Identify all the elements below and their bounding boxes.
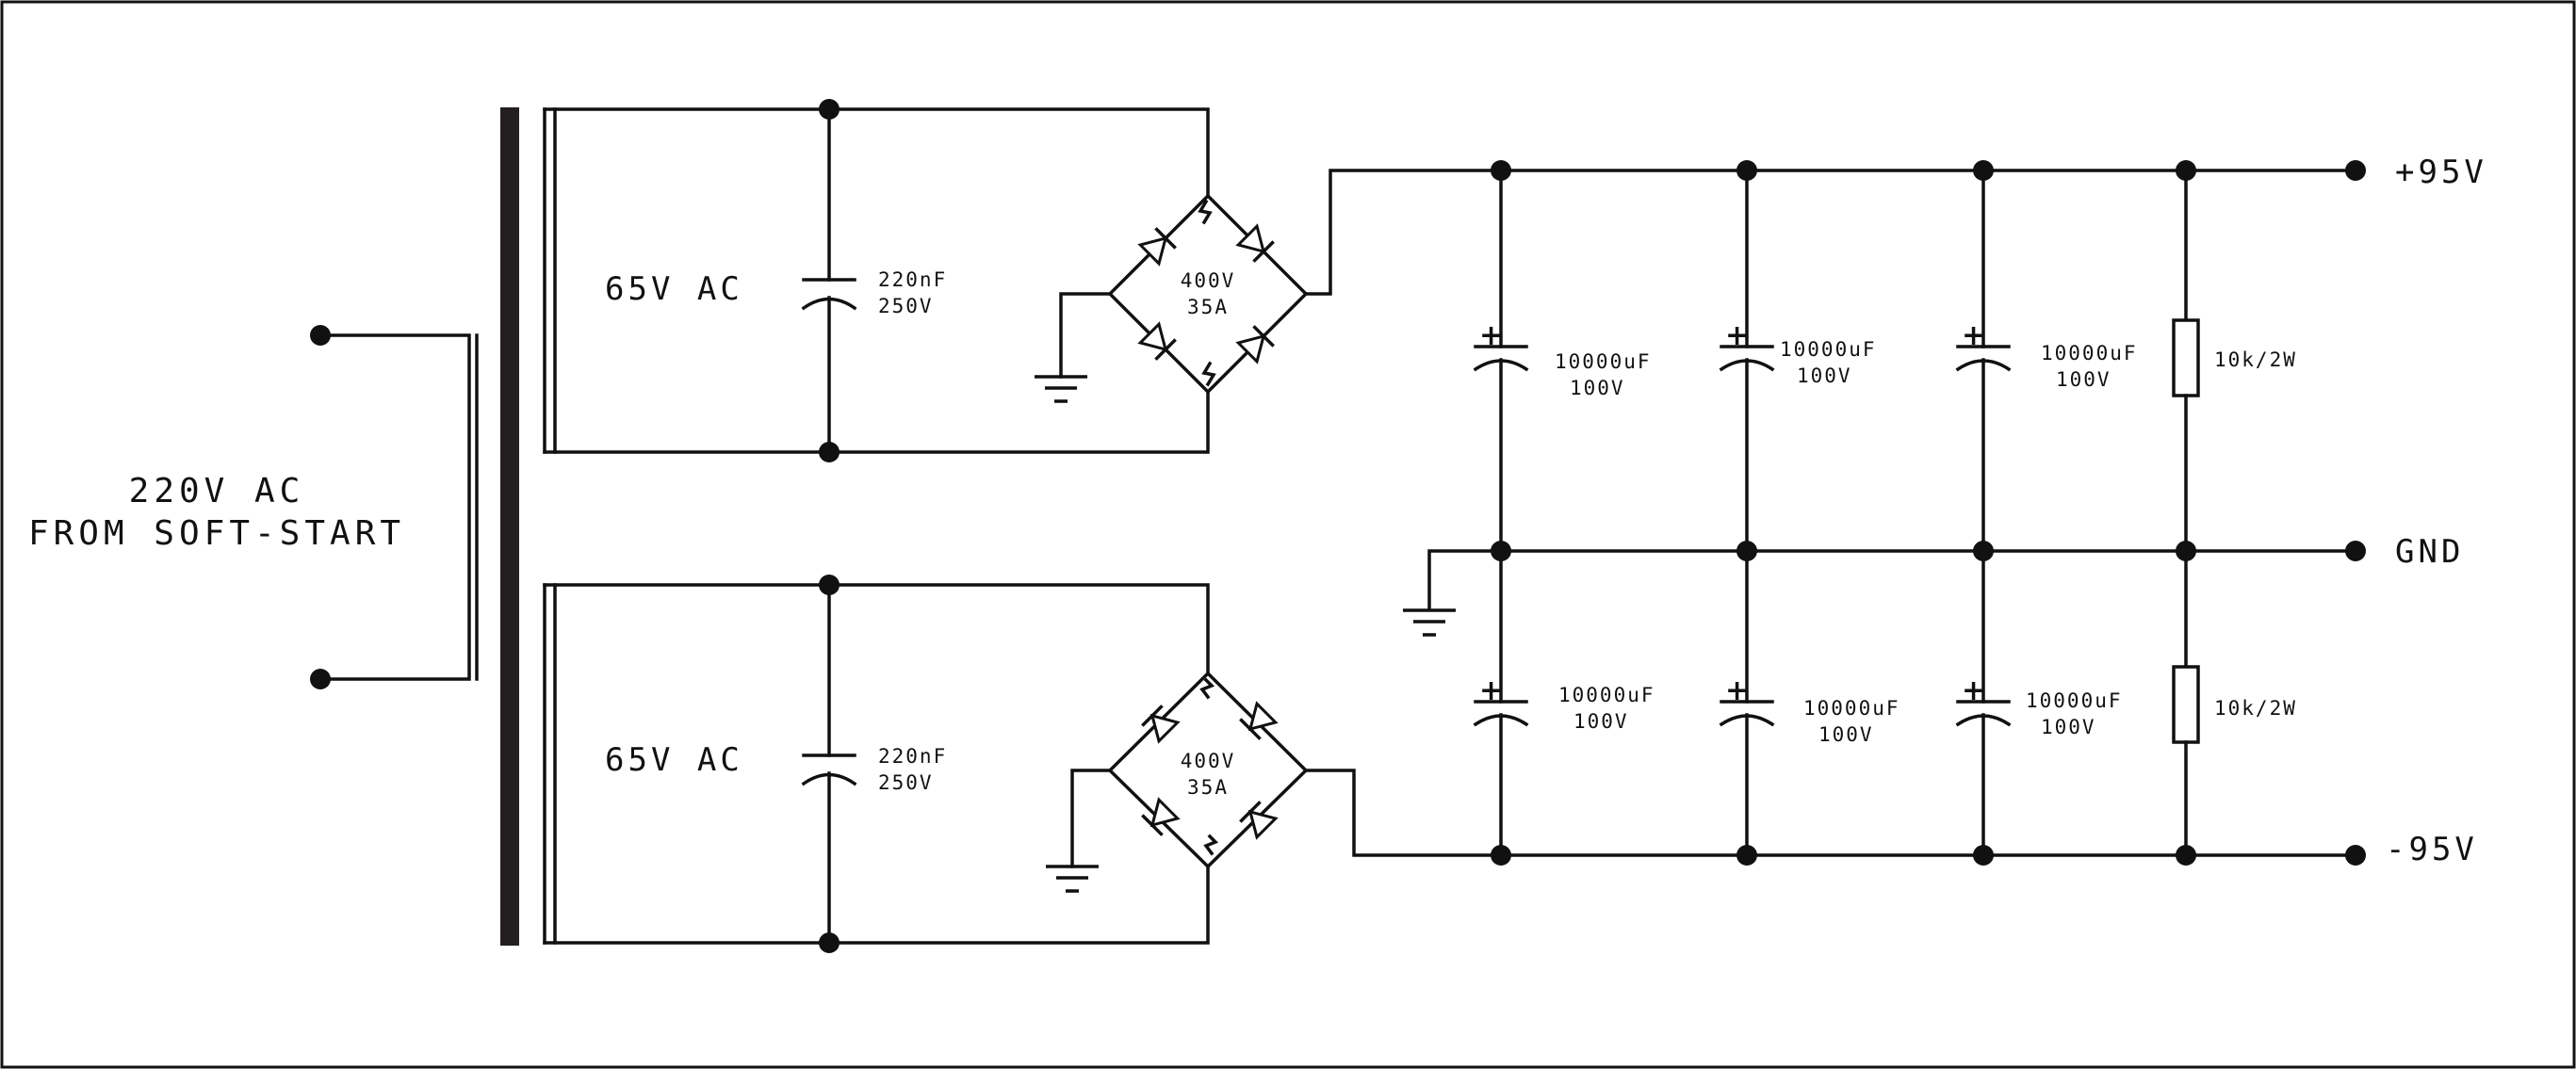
lower-secondary-winding <box>543 583 1210 945</box>
upper-reservoir-capacitors <box>1473 169 2012 553</box>
lower-cap3-plus: + <box>1962 674 1985 707</box>
lower-cap1-value: 10000uF <box>1558 684 1655 706</box>
transformer-core <box>500 107 519 946</box>
output-positive-label: +95V <box>2395 154 2487 191</box>
upper-filter-cap-rating: 250V <box>878 295 934 317</box>
upper-cap3-plus: + <box>1962 319 1985 352</box>
lower-cap2-rating: 100V <box>1818 723 1874 746</box>
lower-cap2-plus: + <box>1725 674 1749 707</box>
upper-bridge-voltage: 400V <box>1181 269 1236 292</box>
upper-bridge-current: 35A <box>1187 296 1229 318</box>
lower-cap1-rating: 100V <box>1573 710 1629 733</box>
upper-cap3-rating: 100V <box>2056 368 2111 391</box>
output-negative-label: -95V <box>2386 831 2478 868</box>
upper-bleeder-label: 10k/2W <box>2214 348 2297 371</box>
lower-cap1-plus: + <box>1479 674 1503 707</box>
lower-bridge-rectifier <box>1044 671 2357 893</box>
lower-filter-capacitor <box>801 575 857 953</box>
upper-cap1-rating: 100V <box>1570 377 1625 399</box>
lower-reservoir-capacitors <box>1473 549 2012 857</box>
upper-cap2-plus: + <box>1725 319 1749 352</box>
upper-secondary-winding <box>543 107 1210 454</box>
lower-cap2-value: 10000uF <box>1803 697 1900 720</box>
upper-cap2-value: 10000uF <box>1780 338 1877 361</box>
lower-cap3-value: 10000uF <box>2026 689 2123 712</box>
upper-bridge-rectifier <box>1033 169 2357 403</box>
lower-filter-cap-rating: 250V <box>878 771 934 794</box>
ground-rail <box>1401 549 2357 637</box>
input-label-line1: 220V AC <box>129 472 305 510</box>
lower-bridge-voltage: 400V <box>1181 750 1236 772</box>
lower-secondary-label: 65V AC <box>605 741 743 779</box>
input-label-line2: FROM SOFT-START <box>28 514 405 553</box>
upper-cap1-plus: + <box>1479 319 1503 352</box>
upper-filter-cap-value: 220nF <box>878 268 947 291</box>
upper-secondary-label: 65V AC <box>605 270 743 308</box>
lower-cap3-rating: 100V <box>2041 716 2096 738</box>
lower-bridge-current: 35A <box>1187 776 1229 799</box>
lower-filter-cap-value: 220nF <box>878 745 947 768</box>
upper-cap2-rating: 100V <box>1797 364 1852 387</box>
bleeder-resistors <box>2172 169 2200 857</box>
upper-filter-capacitor <box>801 99 857 462</box>
upper-cap3-value: 10000uF <box>2041 342 2138 364</box>
upper-cap1-value: 10000uF <box>1555 350 1652 373</box>
output-ground-label: GND <box>2395 533 2464 571</box>
lower-bleeder-label: 10k/2W <box>2214 697 2297 720</box>
primary-winding <box>310 325 479 689</box>
junction-dots <box>1491 160 2366 866</box>
